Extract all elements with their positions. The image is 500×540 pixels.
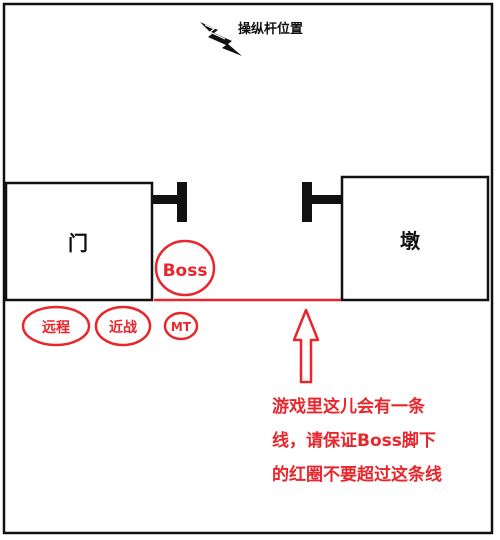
lightning-icon — [200, 22, 242, 56]
boss-label: Boss — [163, 261, 208, 281]
note-line-3: 的红圈不要超过这条线 — [272, 464, 442, 485]
door-label: 门 — [68, 231, 88, 255]
mt-label: MT — [171, 320, 192, 334]
mt-circle — [163, 311, 199, 341]
pillar-label: 墩 — [400, 229, 421, 253]
ranged-label: 远程 — [42, 320, 70, 336]
pillar-box — [340, 175, 490, 302]
left-lever-marker — [153, 182, 187, 222]
door-box — [4, 181, 154, 302]
boss-circle — [154, 239, 216, 297]
melee-circle — [94, 305, 152, 347]
right-lever-marker — [302, 182, 342, 222]
arrow-up-icon — [292, 308, 320, 384]
melee-label: 近战 — [109, 319, 137, 336]
room-outline — [2, 2, 494, 535]
lever-position-label: 操纵杆位置 — [238, 21, 303, 37]
ranged-circle — [21, 305, 91, 347]
note-line-2: 线，请保证Boss脚下 — [272, 430, 436, 451]
note-line-1: 游戏里这儿会有一条 — [272, 396, 426, 417]
